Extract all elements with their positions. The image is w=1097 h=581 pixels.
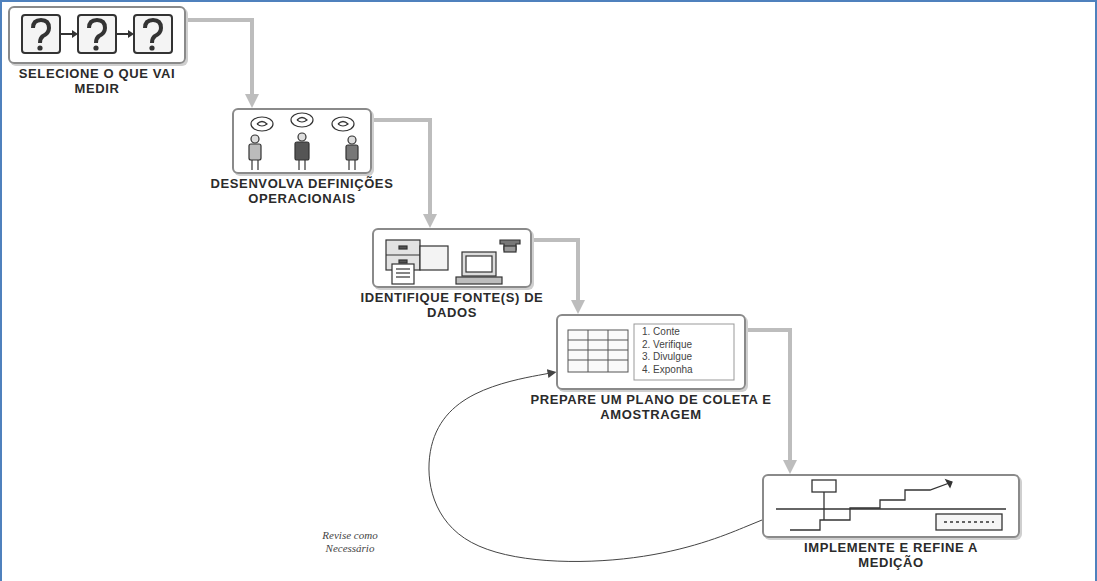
step-list: 1. Conte2. Verifique3. Divulgue4. Exponh… [642,326,693,376]
list-item: 1. Conte [642,326,693,339]
step-caption: PREPARE UM PLANO DE COLETA E AMOSTRAGEM [530,393,772,423]
data-source-icons [386,240,520,284]
process-box: IDENTIFIQUE FONTE(S) DE DADOS [372,228,532,288]
step-caption: IMPLEMENTE E REFINE A MEDIÇÃO [773,541,1009,571]
step-caption: IDENTIFIQUE FONTE(S) DE DADOS [352,291,552,321]
process-box: DESENVOLVA DEFINIÇÕES OPERACIONAIS [232,108,372,174]
process-box: 1. Conte2. Verifique3. Divulgue4. Exponh… [556,314,746,390]
process-box: SELECIONE O QUE VAI MEDIR [8,6,186,64]
step-caption: DESENVOLVA DEFINIÇÕES OPERACIONAIS [186,177,418,207]
edge-label: Revise como Necessário [300,528,400,556]
question-icons [22,15,172,53]
list-item: 4. Exponha [642,364,693,377]
process-box: IMPLEMENTE E REFINE A MEDIÇÃO [762,474,1020,538]
chart-icon [776,480,1006,530]
flow-arrow [186,20,252,102]
people-icons [249,113,358,170]
step-caption: SELECIONE O QUE VAI MEDIR [11,67,183,97]
list-item: 3. Divulgue [642,351,693,364]
list-item: 2. Verifique [642,339,693,352]
table-icon [568,324,734,380]
flow-arrow [372,120,430,222]
